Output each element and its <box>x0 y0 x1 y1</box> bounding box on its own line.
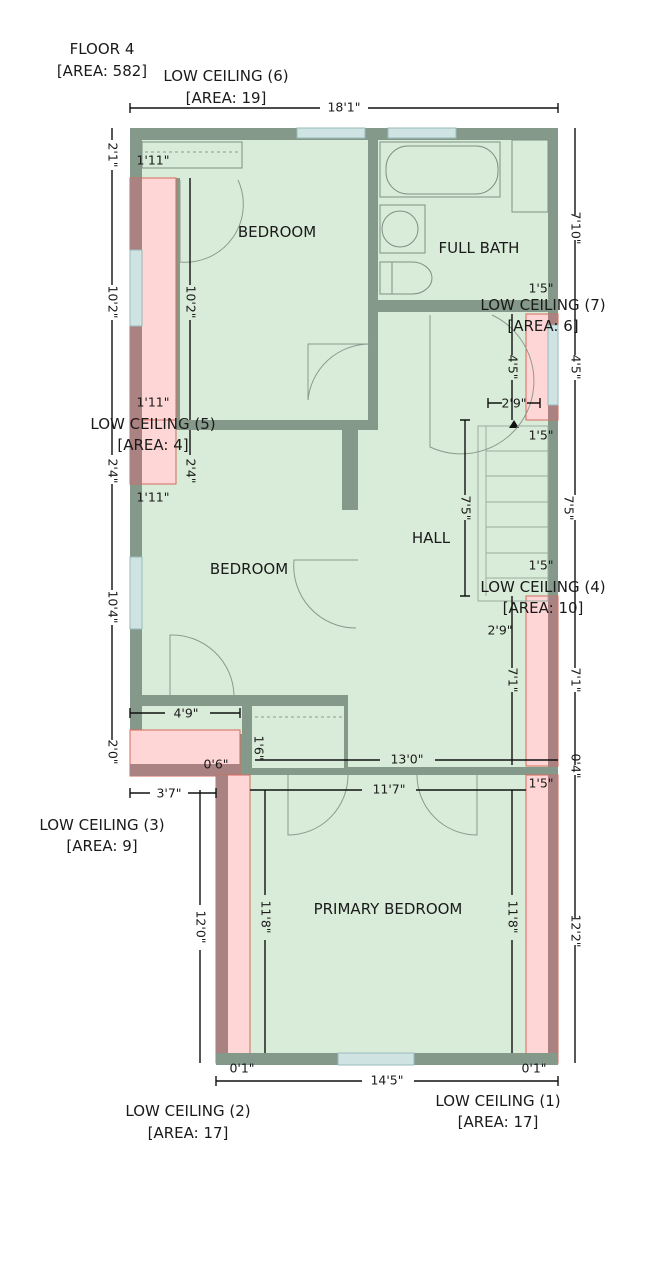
hall-floor[interactable] <box>378 312 548 767</box>
floor-title: FLOOR 4 <box>70 40 135 58</box>
low-ceiling-2-label: LOW CEILING (2) <box>125 1102 250 1120</box>
low-ceiling-4-edge <box>548 596 558 766</box>
room-label-primary-bedroom: PRIMARY BEDROOM <box>314 900 463 918</box>
low-ceiling-7-area: [AREA: 6] <box>507 317 578 335</box>
window-left-2 <box>129 556 143 630</box>
room-label-bedroom-2: BEDROOM <box>210 560 288 578</box>
dim-primary-inner-width: 11'7" <box>372 782 405 797</box>
dim-stair-height-left: 7'5" <box>459 495 474 520</box>
primary-bedroom-floor[interactable] <box>228 775 548 1053</box>
dim-right-bath-height: 7'10" <box>569 211 584 244</box>
closet-shelf <box>141 141 243 169</box>
stair-arrow-icon <box>509 420 519 428</box>
door-primary-2[interactable] <box>416 774 478 836</box>
floor-area: [AREA: 582] <box>57 62 147 80</box>
dim-primary-inner-right: 11'8" <box>506 900 521 933</box>
dim-inner-bedroom1-height: 10'2" <box>184 285 199 318</box>
low-ceiling-6-area: [AREA: 19] <box>186 89 267 107</box>
window-top-2 <box>387 127 457 139</box>
room-label-bedroom-1: BEDROOM <box>238 223 316 241</box>
low-ceiling-5-area: [AREA: 4] <box>117 436 188 454</box>
dim-corner-right: 0'1" <box>521 1061 546 1076</box>
low-ceiling-3-label: LOW CEILING (3) <box>39 816 164 834</box>
dim-left-closet-height: 2'1" <box>106 142 121 167</box>
dim-closet-small: 1'6" <box>252 735 267 760</box>
dim-primary-inner-left: 11'8" <box>259 900 274 933</box>
door-bedroom-2[interactable] <box>293 559 358 629</box>
window-left-1 <box>129 249 143 327</box>
door-bath[interactable] <box>429 314 535 455</box>
low-ceiling-2-area: [AREA: 17] <box>148 1124 229 1142</box>
door-bedroom-1[interactable] <box>307 343 371 401</box>
low-ceiling-2-edge <box>216 775 228 1063</box>
low-ceiling-3-edge <box>130 764 240 776</box>
dim-closet-width-bottom: 4'9" <box>173 706 198 721</box>
wall-jog <box>342 430 358 510</box>
dim-lc3-width: 3'7" <box>156 786 181 801</box>
toilet-tank <box>379 261 393 295</box>
dim-inner-lc5-height: 2'4" <box>184 458 199 483</box>
toilet-icon <box>391 261 433 295</box>
closet-bottom-right[interactable] <box>252 706 344 768</box>
dim-hall-width: 13'0" <box>390 752 423 767</box>
low-ceiling-5-label: LOW CEILING (5) <box>90 415 215 433</box>
dim-lc5-width-a: 1'11" <box>136 395 169 410</box>
dimension-lines <box>111 103 576 1086</box>
dim-right-small: 0'4" <box>569 753 584 778</box>
sink-icon <box>381 210 419 248</box>
window-bottom <box>337 1052 415 1066</box>
low-ceiling-4-label: LOW CEILING (4) <box>480 578 605 596</box>
dim-primary-left-height: 12'0" <box>194 910 209 943</box>
dim-stair-width-top: 1'5" <box>528 428 553 443</box>
dim-left-bedroom2-height: 10'4" <box>106 590 121 623</box>
dim-primary-right-height: 12'2" <box>569 914 584 947</box>
bedroom-1-floor[interactable] <box>180 140 368 420</box>
dim-lc5-width-b: 1'11" <box>136 490 169 505</box>
dim-lc4-width: 1'5" <box>528 558 553 573</box>
door-closet-bottom[interactable] <box>169 634 235 696</box>
dim-lc1-width-top: 1'5" <box>528 776 553 791</box>
window-right-lc7 <box>547 324 559 406</box>
dim-corner-left: 0'1" <box>229 1061 254 1076</box>
door-closet-top[interactable] <box>179 179 244 263</box>
low-ceiling-7-label: LOW CEILING (7) <box>480 296 605 314</box>
low-ceiling-5-edge <box>130 420 142 484</box>
low-ceiling-6-label: LOW CEILING (6) <box>163 67 288 85</box>
dim-left-lc5-height: 2'4" <box>106 458 121 483</box>
dim-right-lc4-height: 7'1" <box>569 667 584 692</box>
door-primary-1[interactable] <box>287 774 349 836</box>
dim-right-lc7-height: 4'5" <box>569 354 584 379</box>
low-ceiling-1-area: [AREA: 17] <box>458 1113 539 1131</box>
dim-left-lc3-height: 2'0" <box>106 739 121 764</box>
dim-inner-lc4-height: 7'1" <box>506 667 521 692</box>
bathtub-basin <box>385 145 499 195</box>
dim-left-bedroom1-height: 10'2" <box>106 285 121 318</box>
linen-cabinet <box>511 139 549 213</box>
window-top-1 <box>296 127 366 139</box>
low-ceiling-1-label: LOW CEILING (1) <box>435 1092 560 1110</box>
dim-stair-height-right: 7'5" <box>562 495 577 520</box>
dim-stair-span-bottom: 2'9" <box>487 623 512 638</box>
room-label-hall: HALL <box>412 529 451 547</box>
room-label-full-bath: FULL BATH <box>439 239 520 257</box>
bedroom-2-floor[interactable] <box>142 430 354 695</box>
dim-closet-width-top: 1'11" <box>136 153 169 168</box>
dim-left-small: 0'6" <box>203 757 228 772</box>
dim-top-width: 18'1" <box>327 100 360 115</box>
low-ceiling-1-edge <box>548 775 558 1063</box>
dim-bottom-width: 14'5" <box>370 1073 403 1088</box>
low-ceiling-4-area: [AREA: 10] <box>503 599 584 617</box>
low-ceiling-3-area: [AREA: 9] <box>66 837 137 855</box>
dim-inner-lc7-height: 4'5" <box>506 354 521 379</box>
dim-stair-span: 2'9" <box>501 396 526 411</box>
dim-lc7-width: 1'5" <box>528 281 553 296</box>
closet-bottom-left[interactable] <box>142 706 242 734</box>
